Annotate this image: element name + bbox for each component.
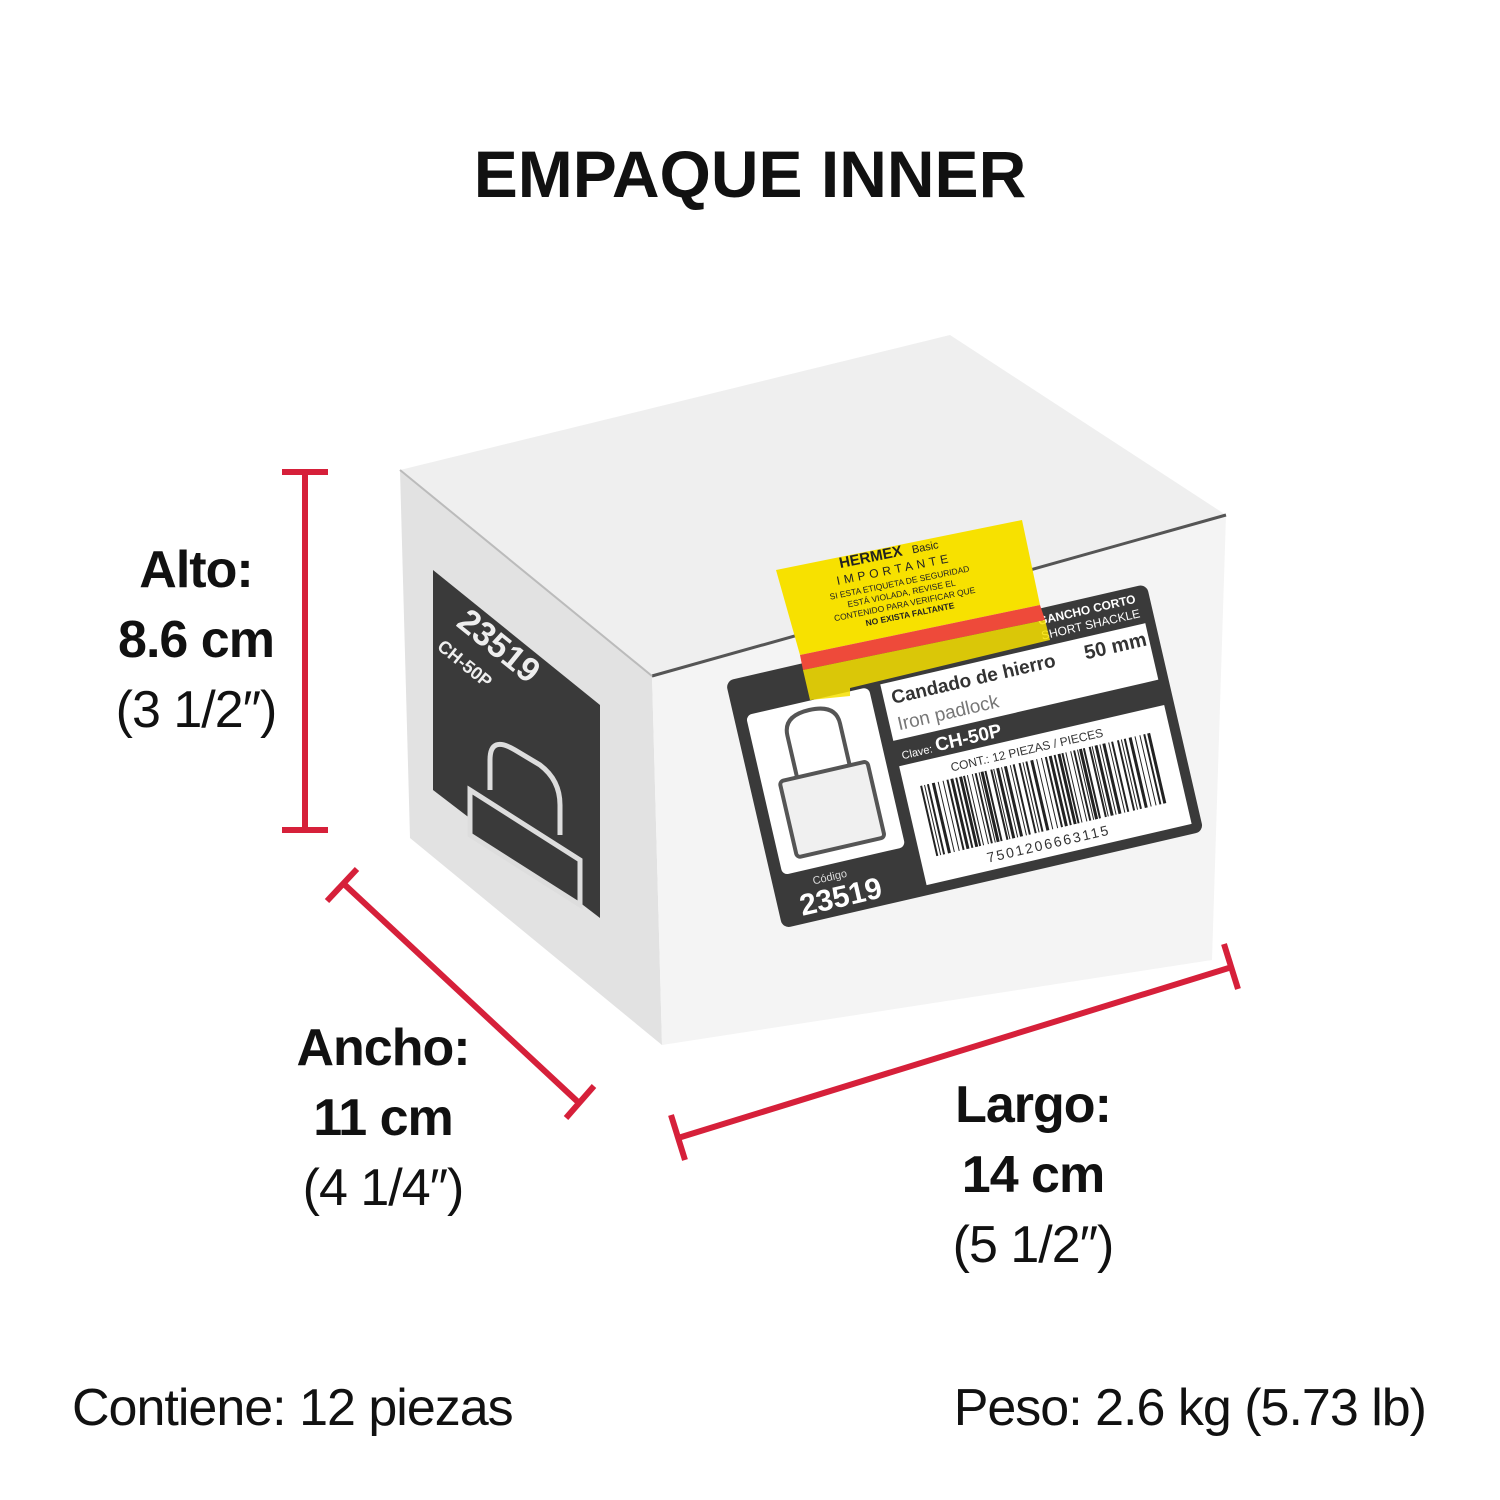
- barcode-bar: [1116, 740, 1136, 811]
- weight-imperial: (5.73 lb): [1244, 1379, 1427, 1437]
- barcode-bar: [1082, 747, 1102, 819]
- barcode-bar: [955, 777, 974, 849]
- height-title: Alto:: [139, 541, 253, 599]
- barcode-bar: [1102, 743, 1122, 815]
- width-title: Ancho:: [296, 1019, 470, 1077]
- barcode-bar: [1134, 736, 1152, 807]
- barcode-bar: [946, 779, 965, 851]
- length-label: Largo: 14 cm (5 1/2″): [952, 1070, 1115, 1280]
- barcode-bar: [1139, 735, 1157, 806]
- weight-label: Peso:: [953, 1379, 1083, 1437]
- barcode-bar: [1091, 746, 1109, 817]
- barcode-bar: [1044, 756, 1064, 828]
- barcode-bar: [1143, 734, 1162, 805]
- barcode-bar: [1036, 758, 1054, 830]
- barcode-bar: [1025, 761, 1044, 832]
- barcode-bar: [1077, 749, 1095, 820]
- barcode-bar: [1048, 755, 1068, 827]
- barcode-bar: [1061, 752, 1080, 824]
- barcode-bar: [1073, 750, 1092, 821]
- barcode-bar: [963, 775, 982, 847]
- barcode-bar: [1022, 762, 1040, 833]
- barcode-bar: [1030, 759, 1050, 831]
- barcode-bar: [993, 768, 1011, 840]
- barcode-bar: [1078, 748, 1099, 820]
- barcode-bar: [942, 780, 960, 851]
- length-metric: 14 cm: [961, 1146, 1105, 1204]
- seal-sub-brand: Basic: [911, 539, 940, 556]
- contents-value: 12 piezas: [299, 1379, 514, 1437]
- barcode-bar: [920, 785, 939, 857]
- length-title: Largo:: [955, 1076, 1112, 1134]
- barcode-bar: [978, 772, 996, 843]
- barcode-bar: [931, 782, 951, 854]
- barcode-bar: [959, 776, 979, 848]
- barcode-bar: [1070, 751, 1088, 822]
- barcode-bar: [971, 773, 989, 845]
- barcode-bar: [974, 772, 993, 844]
- barcode-bar: [1088, 746, 1107, 818]
- barcode-bar: [1053, 754, 1072, 826]
- barcode-bar: [1108, 742, 1126, 813]
- barcode-bar: [996, 767, 1016, 839]
- barcode-bar: [1009, 765, 1027, 836]
- barcode-bar: [1018, 762, 1037, 834]
- barcode-bar: [1111, 741, 1130, 813]
- barcode-bar: [1012, 764, 1031, 835]
- barcode-bar: [950, 778, 970, 850]
- barcode-bar: [966, 774, 985, 846]
- height-imperial: (3 1/2″): [115, 681, 278, 739]
- barcode-bar: [1003, 765, 1024, 837]
- barcode-bar: [1120, 739, 1139, 810]
- product-info-area: [880, 623, 1159, 741]
- contents-label: Contiene:: [72, 1379, 287, 1437]
- width-label: Ancho: 11 cm (4 1/4″): [296, 1013, 470, 1223]
- height-metric: 8.6 cm: [118, 611, 275, 669]
- barcode-bar: [990, 769, 1009, 840]
- barcode-bar: [1128, 737, 1148, 809]
- weight-info: Peso: 2.6 kg (5.73 lb): [953, 1378, 1427, 1438]
- barcode-bar: [980, 771, 1000, 843]
- barcode: [920, 732, 1167, 857]
- barcode-bar: [1065, 752, 1083, 823]
- barcode-bar: [984, 770, 1003, 842]
- barcode-bar: [937, 781, 955, 853]
- page-title: EMPAQUE INNER: [473, 137, 1027, 211]
- barcode-bar: [1094, 745, 1114, 816]
- barcode-bar: [1123, 738, 1142, 810]
- front-padlock-icon: [778, 706, 886, 859]
- barcode-bar: [1057, 753, 1077, 825]
- barcode-bar: [1001, 767, 1019, 838]
- side-padlock-icon: [467, 741, 583, 910]
- height-dimension-line: [282, 469, 328, 833]
- length-imperial: (5 1/2″): [952, 1216, 1115, 1274]
- width-metric: 11 cm: [313, 1089, 454, 1147]
- barcode-bar: [1040, 757, 1059, 829]
- length-dimension-line: [668, 943, 1241, 1161]
- barcode-bar: [1147, 732, 1167, 804]
- barcode-bar: [1099, 744, 1117, 815]
- width-imperial: (4 1/4″): [302, 1159, 465, 1217]
- width-dimension-line: [324, 866, 597, 1120]
- box-top-face: [400, 335, 1226, 676]
- weight-metric: 2.6 kg: [1095, 1379, 1232, 1437]
- height-label: Alto: 8.6 cm (3 1/2″): [115, 535, 278, 745]
- barcode-bar: [926, 783, 946, 855]
- barcode-bar: [924, 784, 942, 856]
- contents-info: Contiene: 12 piezas: [72, 1378, 514, 1438]
